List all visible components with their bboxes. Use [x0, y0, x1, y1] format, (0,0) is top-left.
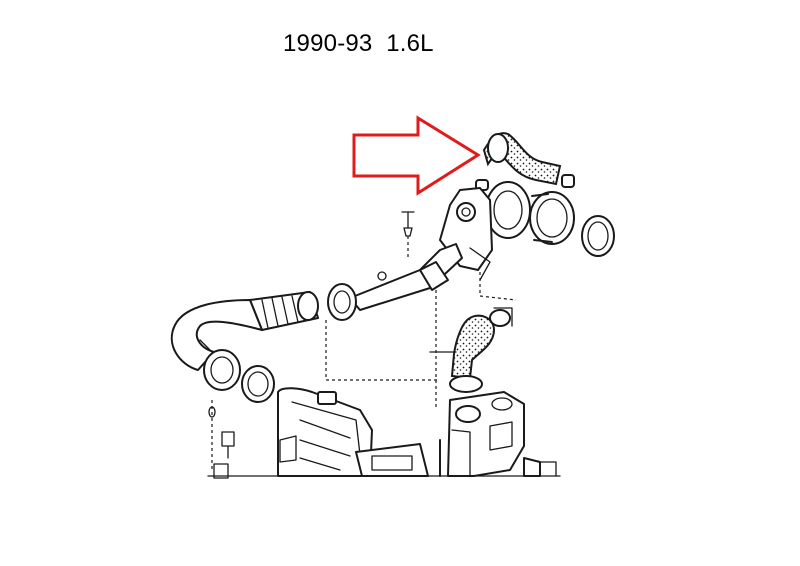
- upper-hose-assembly: [485, 181, 615, 257]
- long-intake-tube: [327, 243, 463, 321]
- small-fittings: [208, 406, 235, 479]
- diagram-title: 1990-93 1.6L: [283, 30, 434, 57]
- small-curved-hose: [429, 307, 513, 393]
- leader-lines: [211, 236, 517, 470]
- red-callout-arrow: [352, 115, 481, 196]
- bellows-hose: [249, 291, 319, 331]
- bolt: [401, 211, 415, 237]
- curved-lower-hose: [170, 299, 275, 403]
- breather-hose: [482, 132, 562, 186]
- reservoir-tank: [447, 391, 557, 477]
